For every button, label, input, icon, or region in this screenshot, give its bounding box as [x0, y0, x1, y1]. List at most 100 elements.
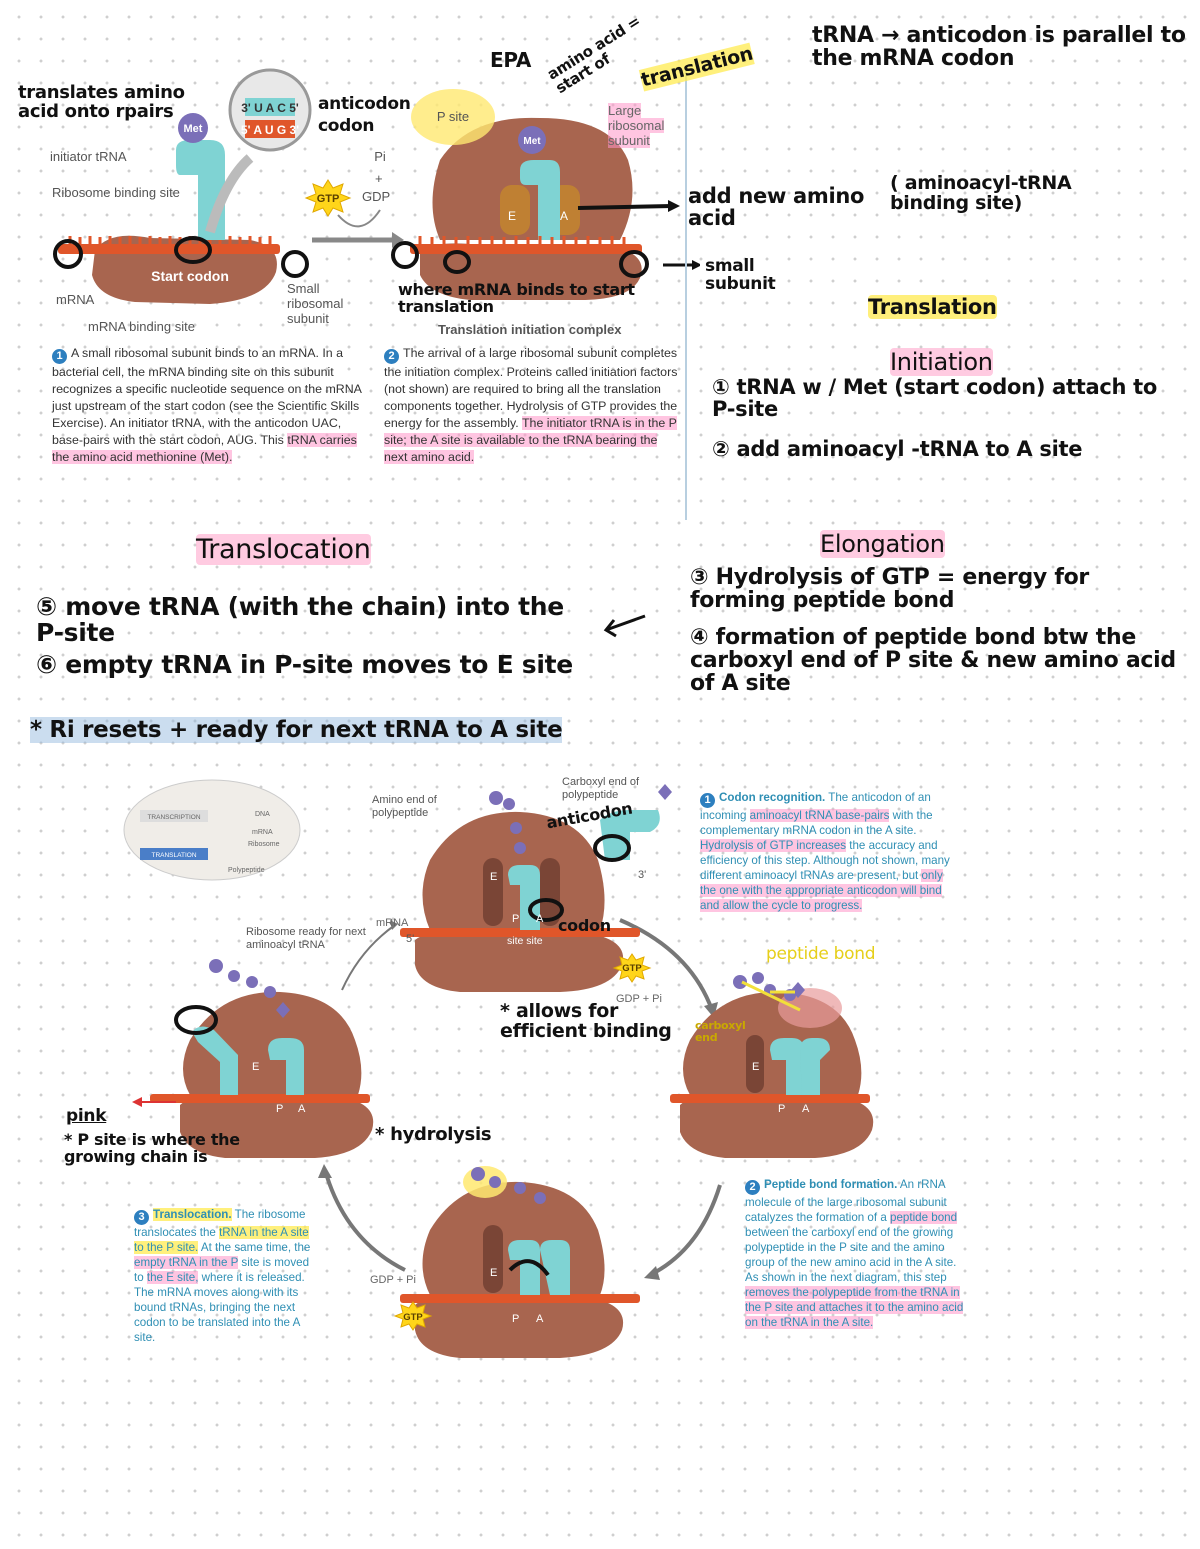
amino-end-label: Amino end of polypeptide — [372, 794, 437, 819]
note-step4: ④ formation of peptide bond btw the carb… — [690, 625, 1176, 697]
start-codon-label: Start codon — [151, 268, 229, 284]
note-epa: EPA — [490, 48, 532, 72]
svg-text:A: A — [536, 1313, 544, 1325]
note-p-site-growing: * P site is where the growing chain is — [64, 1130, 240, 1166]
ribosome-ready-label: Ribosome ready for next aminoacyl tRNA — [246, 926, 366, 951]
svg-text:E: E — [490, 1267, 497, 1279]
initiator-trna-label: initiator tRNA — [50, 149, 127, 164]
note-codon: codon — [318, 116, 375, 136]
note-cycle-codon: codon — [558, 916, 611, 935]
note-anticodon: anticodon — [318, 94, 411, 114]
p-site-label: P site — [437, 109, 469, 124]
zoom-arrow — [205, 154, 254, 234]
mrna-bases-left — [68, 236, 272, 244]
svg-text:A: A — [802, 1103, 810, 1115]
note-step1: ① tRNA w / Met (start codon) attach to P… — [712, 375, 1158, 422]
inset-ribosome: Ribosome — [248, 841, 280, 848]
small-subunit-label: Small ribosomal subunit — [287, 281, 344, 326]
note-aminoacyl-site: ( aminoacyl-tRNA binding site) — [890, 172, 1072, 214]
anticodon-seq: 3' U A C 5' — [241, 101, 299, 115]
heading-initiation: Initiation — [890, 348, 993, 376]
inset-dna: DNA — [255, 811, 270, 818]
svg-text:P: P — [512, 913, 519, 925]
gtp-label-cycle2: GTP — [403, 1312, 423, 1323]
svg-text:5': 5' — [406, 933, 414, 945]
ribosome-binding-site-label: Ribosome binding site — [52, 185, 180, 200]
a-label-top: A — [560, 209, 568, 223]
gdp-pi-cycle2: GDP + Pi — [370, 1274, 416, 1286]
svg-text:E: E — [752, 1061, 759, 1073]
heading-translation: Translation — [868, 295, 997, 319]
gdp-label: GDP — [362, 189, 391, 204]
gtp-burst-cycle2 — [393, 1301, 433, 1331]
mrna-binding-site-label: mRNA binding site — [88, 319, 195, 334]
ribosome-peptide-bond: E P A — [670, 972, 874, 1158]
initiator-trna-shape — [176, 140, 225, 240]
initiation-complex-title: Translation initiation complex — [438, 322, 622, 337]
note-carboxyl-end: carboxyl end — [695, 1019, 746, 1044]
inset-transcription: TRANSCRIPTION — [147, 814, 200, 821]
hand-circle-5prime — [53, 239, 83, 269]
inset-mrna: mRNA — [252, 829, 273, 836]
hand-circle-mid-r — [443, 250, 471, 274]
note-trna-parallel: tRNA → anticodon is parallel to the mRNA… — [812, 23, 1186, 72]
ribosome-codon-recognition: E P A site site 5' 3' — [400, 784, 672, 992]
svg-text:P: P — [276, 1103, 283, 1115]
met-label-left: Met — [184, 123, 203, 135]
note-step2: ② add aminoacyl -tRNA to A site — [712, 437, 1083, 461]
ribosome-translocation-bottom: E P A — [400, 1166, 640, 1358]
mrna-strand-left — [58, 244, 280, 254]
initiation-diagram: Met 3' U A C 5' 5' A U G 3' Start codon … — [53, 68, 700, 520]
note-allows-for: * allows for efficient binding — [500, 1000, 672, 1042]
met-label-right: Met — [523, 136, 541, 147]
elongation-cycle-diagram: TRANSCRIPTION DNA mRNA Ribosome TRANSLAT… — [123, 779, 874, 1358]
note-step6: ⑥ empty tRNA in P-site moves to E site — [36, 650, 573, 679]
e-label-top: E — [508, 209, 516, 223]
heading-elongation: Elongation — [820, 530, 945, 558]
note-resets: * Ri resets + ready for next tRNA to A s… — [30, 717, 563, 743]
hand-circle-3prime — [281, 250, 309, 278]
gtp-burst-cycle1 — [612, 953, 652, 983]
svg-text:A: A — [536, 913, 544, 925]
gtp-burst-top — [304, 179, 352, 217]
hand-circle-3prime-r — [619, 250, 649, 278]
mrna-label: mRNA — [56, 292, 95, 307]
trna-p-site — [520, 160, 560, 240]
note-step5: ⑤ move tRNA (with the chain) into the P-… — [36, 592, 564, 648]
overview-inset — [123, 779, 301, 881]
svg-text:P: P — [512, 1313, 519, 1325]
note-small-subunit: small subunit — [705, 256, 776, 294]
svg-text:A: A — [298, 1103, 306, 1115]
hand-circle-start — [174, 236, 212, 264]
svg-text:P: P — [778, 1103, 785, 1115]
cycle-mrna-label: mRNA — [376, 917, 409, 929]
svg-text:E: E — [252, 1061, 259, 1073]
note-mrna-binds: where mRNA binds to start translation — [398, 280, 635, 316]
met-ball-left — [178, 113, 208, 143]
codon-seq: 5' A U G 3' — [241, 123, 299, 137]
mrna-strand-right — [410, 244, 642, 254]
p-site-highlight — [411, 89, 495, 145]
note-pink: pink — [66, 1106, 107, 1126]
hand-arrow-a-site — [577, 204, 673, 210]
large-subunit-label: Large ribosomal subunit — [608, 103, 665, 148]
gtp-label-cycle1: GTP — [622, 963, 642, 974]
gdp-pi-cycle1: GDP + Pi — [616, 993, 662, 1005]
small-subunit-right — [420, 243, 642, 300]
pi-label: Pi — [374, 149, 386, 164]
note-translates: translates amino acid onto rpairs — [18, 82, 185, 122]
inset-polypeptide: Polypeptide — [228, 867, 265, 874]
hand-circle-5prime-r — [391, 241, 419, 269]
note-peptide-bond: peptide bond — [766, 944, 876, 964]
svg-text:site site: site site — [507, 935, 543, 947]
svg-text:3': 3' — [638, 869, 646, 881]
svg-text:E: E — [490, 871, 497, 883]
inset-translation: TRANSLATION — [151, 852, 196, 859]
carboxyl-end-label: Carboxyl end of polypeptide — [562, 776, 640, 801]
ribosome-ready: E P A — [132, 959, 374, 1158]
note-add-new-aa: add new amino acid — [688, 184, 865, 231]
